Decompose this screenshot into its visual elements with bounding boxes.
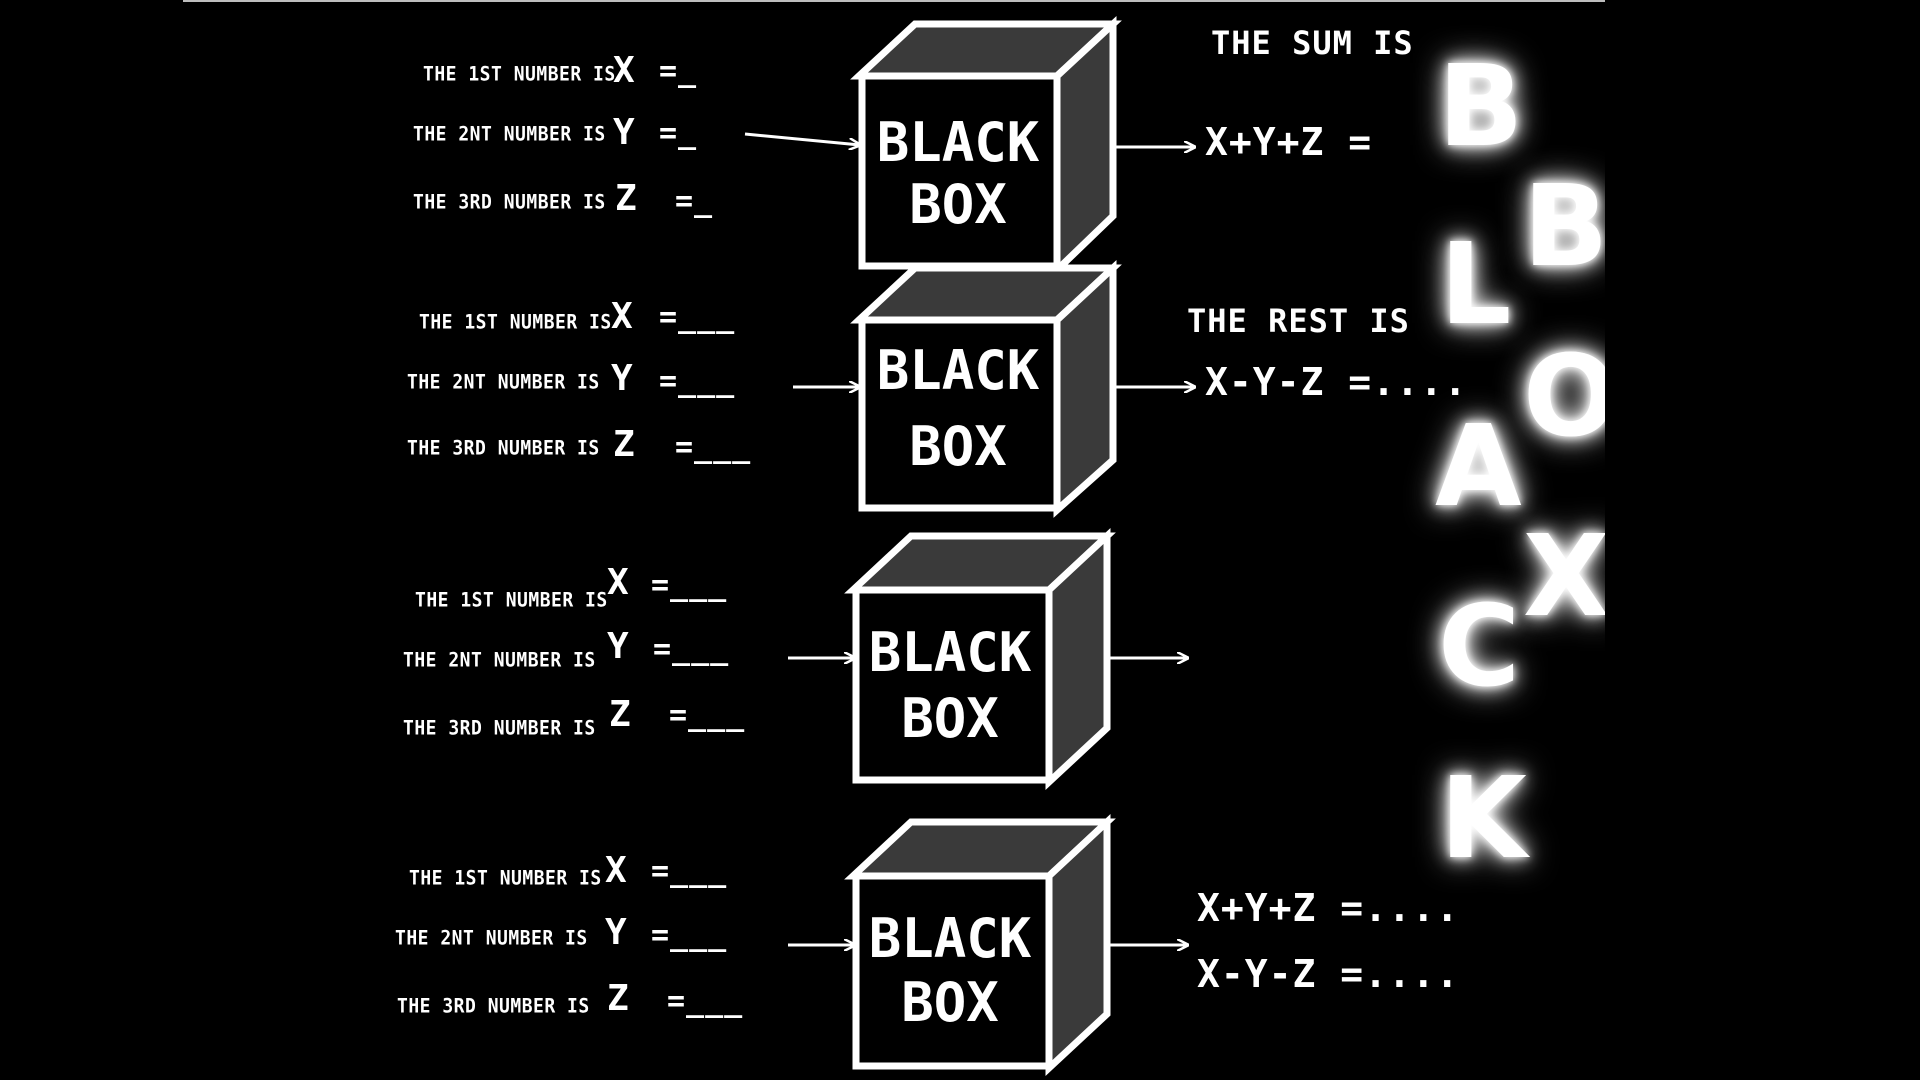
box-label-line1: BLACK: [868, 621, 1032, 684]
input-variable: Y: [611, 358, 633, 399]
output-title: THE REST IS: [1187, 302, 1410, 340]
input-blank[interactable]: =___: [659, 300, 736, 335]
side-title-letter: C: [1438, 582, 1521, 712]
input-blank[interactable]: =___: [651, 918, 728, 953]
black-box-cube: [844, 527, 1116, 791]
box-label-line2: BOX: [909, 415, 1007, 478]
input-variable: Y: [605, 912, 627, 953]
input-label: THE 2NT NUMBER IS: [413, 122, 606, 147]
black-box-cube: [850, 259, 1122, 518]
input-blank[interactable]: =_: [659, 54, 698, 89]
input-blank[interactable]: =___: [669, 698, 746, 733]
side-title-letter: B: [1438, 42, 1524, 172]
input-label: THE 3RD NUMBER IS: [397, 994, 590, 1019]
input-label: THE 2NT NUMBER IS: [407, 370, 600, 395]
input-variable: X: [613, 50, 635, 91]
input-blank[interactable]: =___: [659, 364, 736, 399]
input-blank[interactable]: =_: [659, 116, 698, 151]
input-blank[interactable]: =_: [675, 184, 714, 219]
input-label: THE 3RD NUMBER IS: [403, 716, 596, 741]
input-arrow-1: [744, 132, 860, 145]
input-variable: Z: [609, 694, 631, 735]
box-label-line2: BOX: [901, 971, 999, 1034]
output-expression: X+Y+Z =....: [1197, 886, 1460, 930]
input-blank[interactable]: =___: [667, 984, 744, 1019]
box-label-line1: BLACK: [876, 111, 1040, 174]
side-title-letter: L: [1440, 220, 1512, 350]
input-label: THE 2NT NUMBER IS: [403, 648, 596, 673]
output-title: THE SUM IS: [1211, 24, 1414, 62]
input-label: THE 1ST NUMBER IS: [415, 588, 608, 613]
input-label: THE 1ST NUMBER IS: [409, 866, 602, 891]
box-label-line2: BOX: [909, 173, 1007, 236]
input-variable: Y: [607, 626, 629, 667]
box-label-line2: BOX: [901, 687, 999, 750]
input-label: THE 3RD NUMBER IS: [413, 190, 606, 215]
input-variable: Z: [613, 424, 635, 465]
slide: THE 1ST NUMBER IS X =_ THE 2NT NUMBER IS…: [183, 0, 1605, 1080]
input-blank[interactable]: =___: [651, 568, 728, 603]
output-expression: X-Y-Z =....: [1205, 360, 1468, 404]
input-label: THE 1ST NUMBER IS: [419, 310, 612, 335]
input-blank[interactable]: =___: [675, 430, 752, 465]
input-variable: Y: [613, 112, 635, 153]
input-variable: Z: [615, 178, 637, 219]
box-label-line1: BLACK: [868, 907, 1032, 970]
output-expression: X-Y-Z =....: [1197, 952, 1460, 996]
input-variable: X: [605, 850, 627, 891]
input-label: THE 3RD NUMBER IS: [407, 436, 600, 461]
side-title-letter: X: [1523, 512, 1605, 642]
input-label: THE 2NT NUMBER IS: [395, 926, 588, 951]
connector-arrows: [744, 132, 1605, 1080]
side-title-letter: K: [1440, 754, 1527, 884]
input-variable: Z: [607, 978, 629, 1019]
box-label-line1: BLACK: [876, 339, 1040, 402]
input-variable: X: [607, 562, 629, 603]
side-title-letter: B: [1523, 162, 1605, 292]
input-blank[interactable]: =___: [651, 854, 728, 889]
input-variable: X: [611, 296, 633, 337]
input-blank[interactable]: =___: [653, 632, 730, 667]
side-title-letter: A: [1435, 402, 1522, 532]
side-title-letter: O: [1523, 332, 1605, 462]
input-label: THE 1ST NUMBER IS: [423, 62, 616, 87]
output-expression: X+Y+Z =: [1205, 120, 1373, 164]
black-box-cube: [844, 813, 1116, 1077]
